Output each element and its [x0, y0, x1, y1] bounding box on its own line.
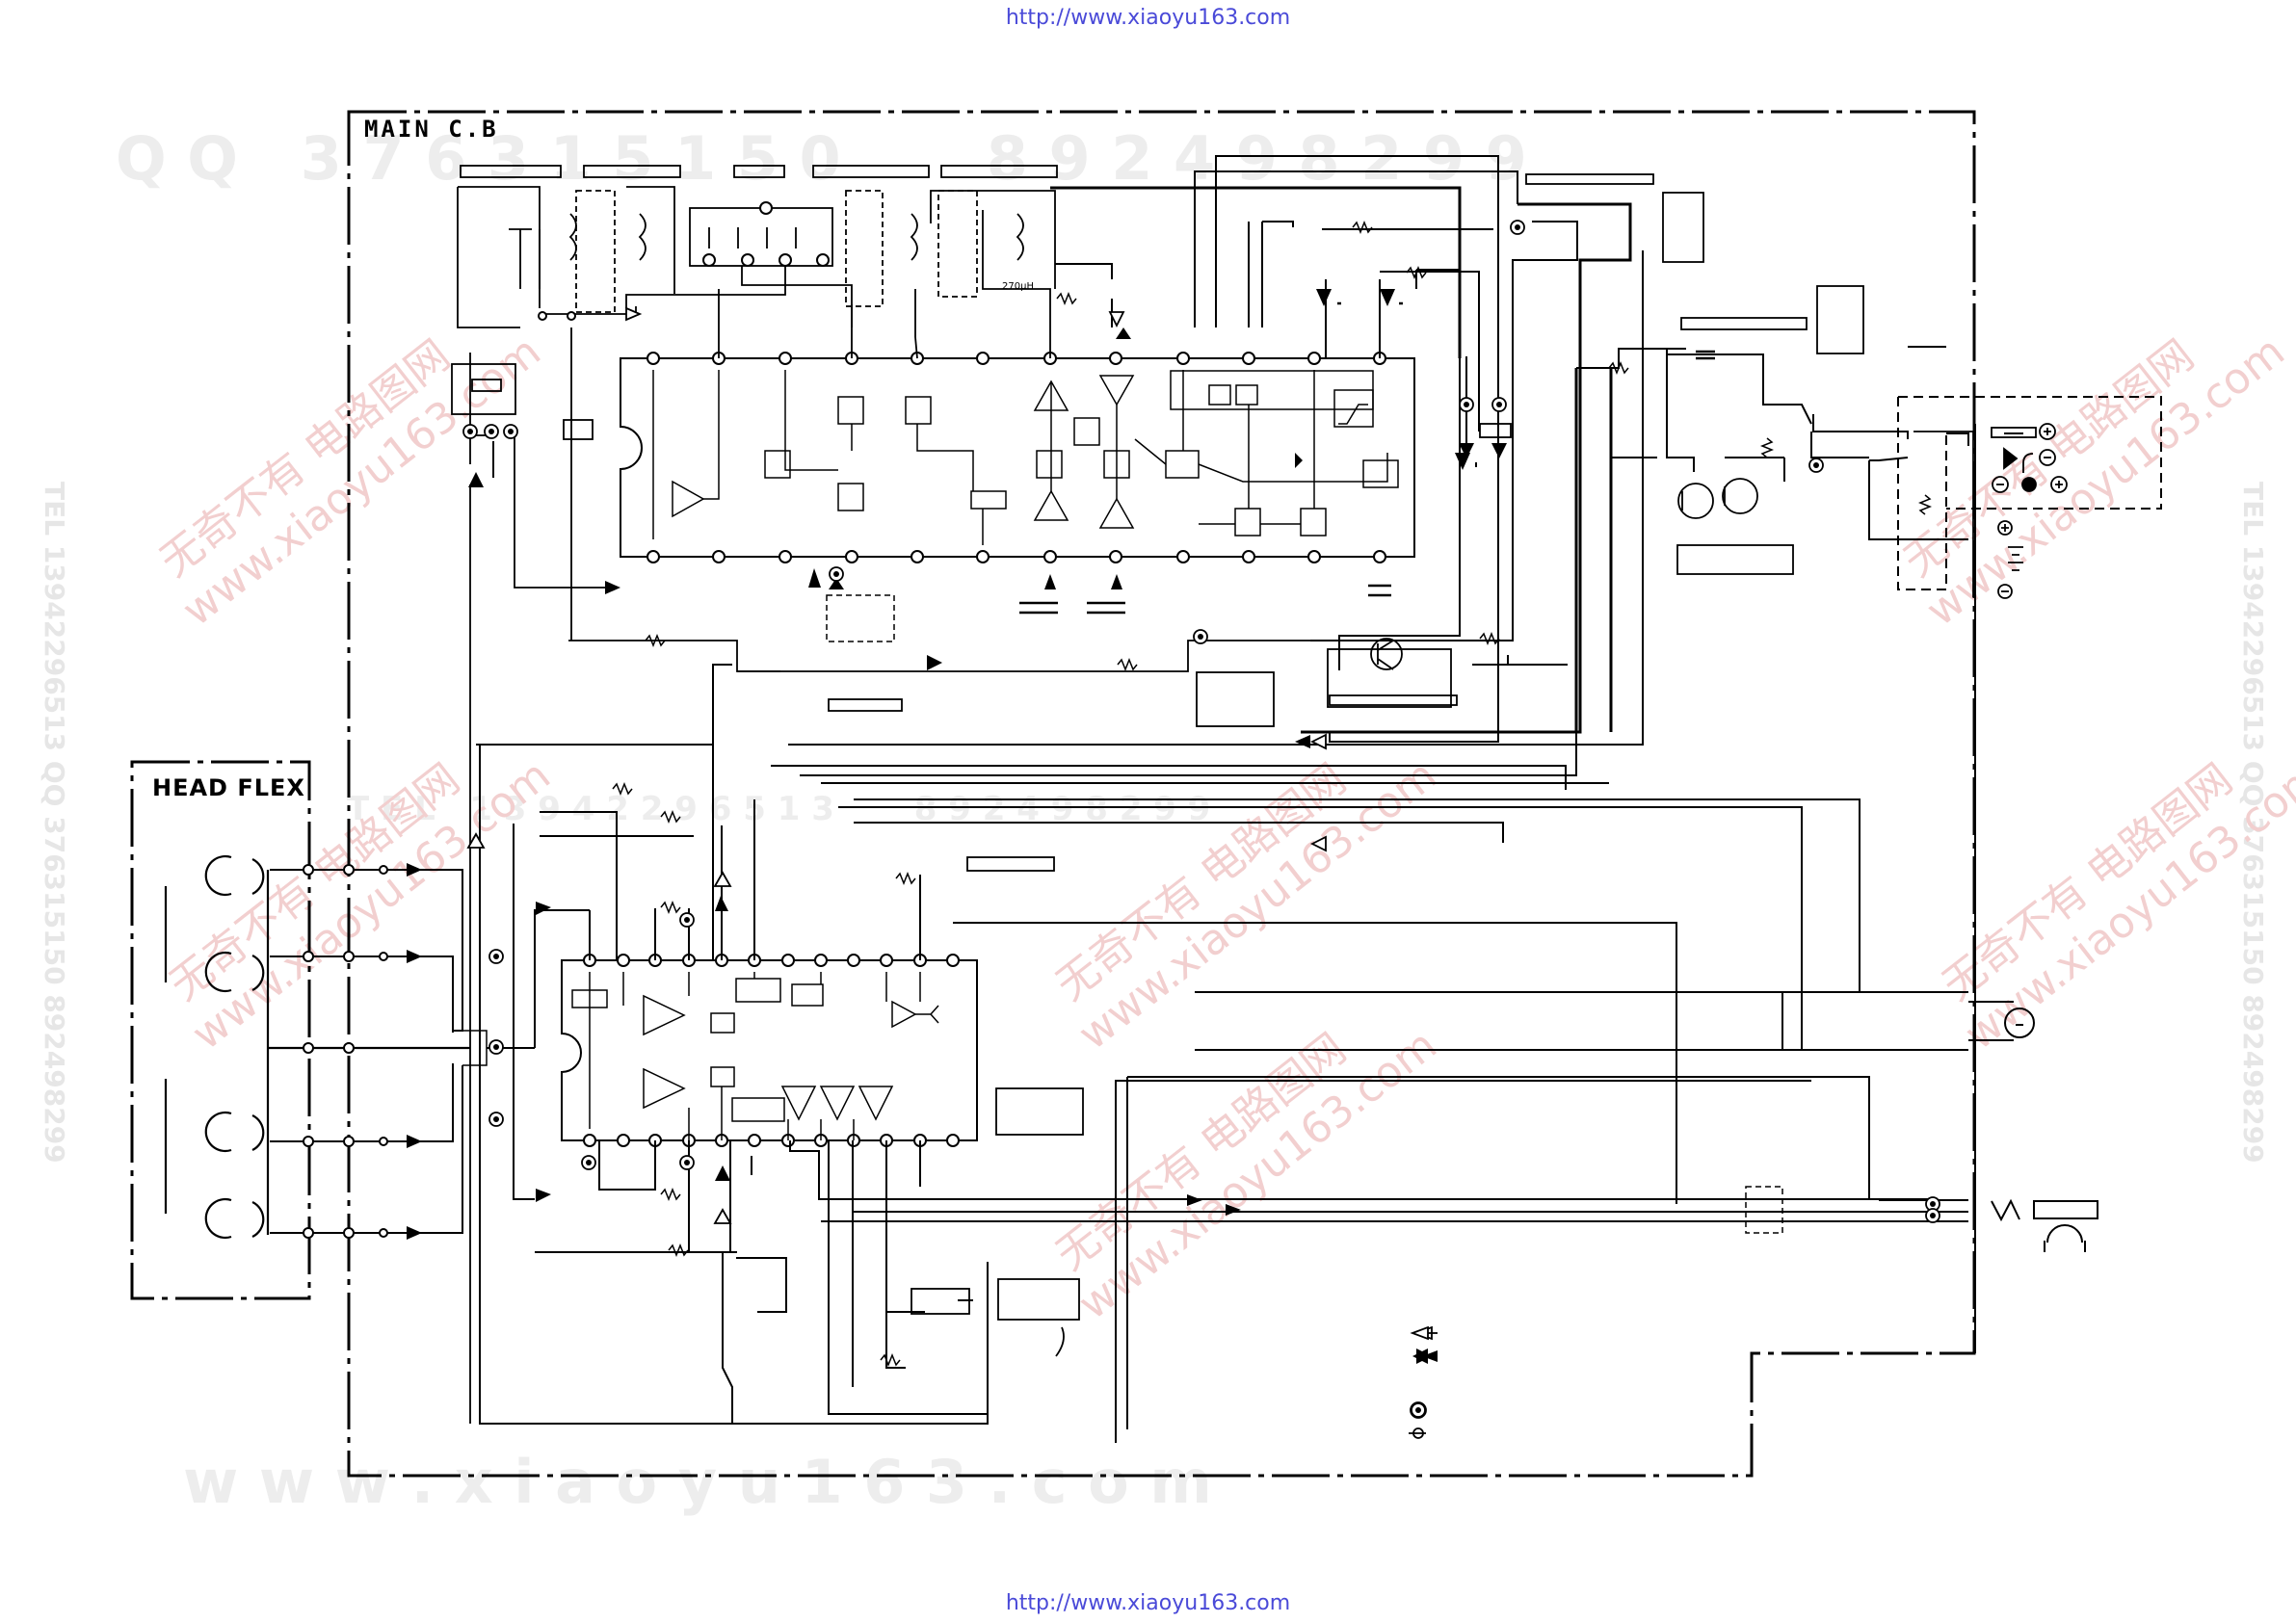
misc-left-top: [469, 327, 1320, 1424]
resistors: [612, 220, 1933, 1368]
misc-boxes: [563, 419, 1512, 440]
dashed-coil-box: [826, 594, 1783, 1234]
watermark-side-left: TEL 13942296513 QQ 376315150 892498299: [39, 482, 70, 1164]
main-board-outline: [347, 110, 1976, 1478]
test-points-inner: [467, 224, 1936, 1413]
headphone-jack: [1991, 1198, 2098, 1252]
rf-coils: [457, 165, 1058, 359]
ic-top-body: [620, 357, 1415, 558]
transistor-q-top-right: [451, 173, 1864, 727]
bottom-wiring: [476, 250, 1968, 1443]
ic-bottom-internal: [571, 972, 939, 1140]
ic-bottom-body: [561, 959, 978, 1141]
url-bottom[interactable]: http://www.xiaoyu163.com: [1005, 1591, 1291, 1615]
output-lines: [1195, 991, 2014, 1222]
ic-bottom-pins: [583, 954, 960, 1147]
head-flex-outline: [130, 760, 311, 1300]
speaker-symbol: [2004, 1008, 2035, 1038]
ic-top-pins: [647, 352, 1386, 563]
power-jack-symbols: [1913, 423, 2068, 599]
top-right-wiring: [1050, 155, 2023, 743]
watermark-qq-row: Q Q 3 7 6 3 1 5 1 5 0 8 9 2 4 9 8 2 9 9: [116, 123, 1527, 194]
watermark-side-right: TEL 13942296513 QQ 376315150 892498299: [2237, 482, 2269, 1164]
arrow-legend-arrows: [1412, 1348, 1428, 1364]
head-flex-title: HEAD FLEX: [152, 774, 305, 801]
url-top[interactable]: http://www.xiaoyu163.com: [1005, 6, 1291, 30]
head-connector-dots: [303, 864, 388, 1239]
watermark-www-row: w w w . x i a o y u 1 6 3 . c o m: [183, 1447, 1212, 1517]
rf-junction-dots: [538, 201, 830, 321]
legend-symbols: [1409, 1325, 1438, 1439]
power-connector-outline: [1897, 396, 2162, 590]
switch-bottom: [910, 856, 1084, 1357]
capacitors: [1019, 301, 1715, 615]
transistor-pair: [1677, 478, 1758, 519]
test-points: [462, 220, 1940, 1418]
ic-top-internal-blocks: [652, 370, 1399, 545]
inductor-value-label: 270µH: [1002, 281, 1034, 292]
main-board-title: MAIN C.B: [364, 116, 499, 143]
